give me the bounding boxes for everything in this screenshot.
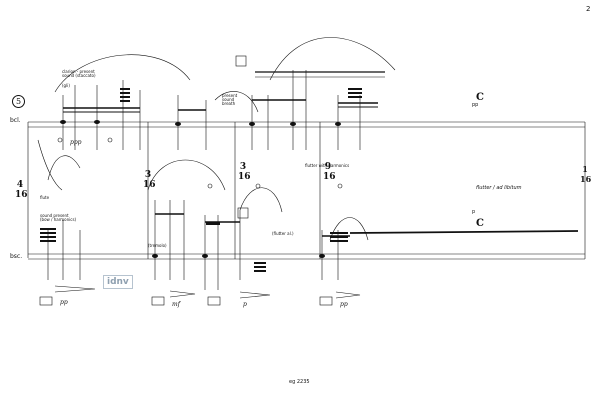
upper-left-small: (gli)	[62, 83, 70, 88]
mid-technique: present sound breath	[222, 93, 238, 106]
time-signature-3-den: 16	[238, 172, 251, 182]
dynamic-below-1: pp	[60, 299, 68, 306]
right-upper-symbol: C	[476, 92, 484, 103]
time-signature-5: 1 16	[580, 164, 592, 184]
time-signature-5-num: 1	[582, 164, 588, 174]
lower-left-technique: sound present (bow / harmonics)	[40, 213, 77, 222]
time-signature-1: 4 16	[15, 180, 28, 200]
right-lower-symbol: C	[476, 218, 484, 229]
upper-staff-label: bcl.	[10, 117, 21, 124]
time-signature-3-num: 3	[239, 162, 247, 172]
lower-left-label: flute	[40, 195, 50, 200]
time-signature-2: 3 16	[143, 170, 156, 190]
dynamic-below-2: mf	[172, 301, 180, 308]
lower-marker: (tremolo)	[148, 243, 167, 248]
time-signature-4-num: 9	[324, 162, 332, 172]
right-lower-dynamic: p	[472, 209, 476, 215]
rehearsal-mark-number: 5	[15, 97, 22, 106]
time-signature-4-den: 16	[323, 172, 336, 182]
dynamic-below-3: p	[243, 301, 247, 308]
right-technique: flutter / ad libitum	[476, 185, 522, 191]
right-upper-dynamic: pp	[472, 102, 479, 108]
time-signature-4: 9 16	[323, 162, 336, 182]
upper-left-technique: clarion - present sound (staccato)	[62, 69, 96, 78]
time-signature-2-den: 16	[143, 180, 156, 190]
lower-mid-label: (flutter al.)	[272, 231, 294, 236]
rehearsal-mark: 5	[12, 95, 25, 108]
time-signature-1-num: 4	[16, 180, 24, 190]
upper-mid-small: flutter with harmonics	[305, 163, 350, 168]
dynamic-below-4: pp	[340, 301, 348, 308]
lower-staff-label: bsc.	[10, 253, 23, 260]
upper-dynamic: ppp	[70, 139, 82, 146]
time-signature-5-den: 16	[580, 174, 592, 184]
page-number: 2	[586, 5, 591, 13]
time-signature-1-den: 16	[15, 190, 28, 200]
watermark-stamp: idnv	[103, 275, 133, 289]
time-signature-2-num: 3	[144, 170, 152, 180]
time-signature-3: 3 16	[238, 162, 251, 182]
footer-code: eg 2235	[289, 379, 310, 385]
